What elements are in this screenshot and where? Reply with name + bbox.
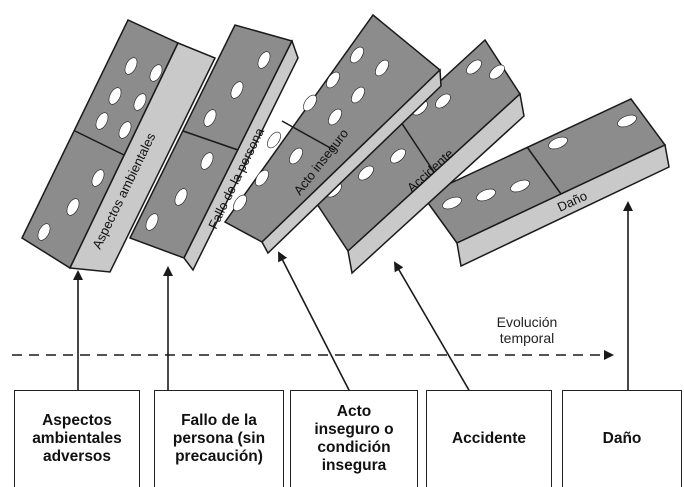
domino-fallo-divider <box>182 130 239 151</box>
arrow-accidente <box>393 261 471 393</box>
box-acto-label: Acto inseguro o condición insegura <box>314 403 394 474</box>
domino-dano-pips <box>442 114 637 210</box>
box-aspectos: Aspectos ambientales adversos <box>14 390 140 487</box>
box-accidente: Accidente <box>426 390 552 487</box>
domino-acto-side <box>261 68 442 255</box>
domino-aspectos-divider <box>74 130 125 156</box>
domino-acto-divider <box>281 120 335 151</box>
box-dano-label: Daño <box>602 430 642 447</box>
box-fallo-label: Fallo de la persona (sin precaución) <box>172 412 266 465</box>
domino-accidente-side <box>347 92 525 275</box>
box-dano: Daño <box>562 390 682 487</box>
box-accidente-label: Accidente <box>451 430 527 447</box>
domino-acto-pips <box>233 46 389 212</box>
box-aspectos-label: Aspectos ambientales adversos <box>32 412 122 465</box>
domino-accidente-divider <box>398 118 435 173</box>
domino-aspectos: Aspectos ambientales <box>21 19 217 273</box>
domino-aspectos-side <box>68 42 217 273</box>
domino-accidente: Accidente <box>312 38 525 275</box>
domino-dano-side <box>456 143 670 268</box>
box-fallo: Fallo de la persona (sin precaución) <box>154 390 284 487</box>
box-acto: Acto inseguro o condición insegura <box>290 390 418 487</box>
domino-dano-divider <box>526 146 562 195</box>
domino-fallo-pips <box>145 51 271 231</box>
domino-aspectos-pips <box>37 57 163 241</box>
arrow-acto <box>278 251 351 393</box>
timeline-label: Evolución temporal <box>496 314 558 346</box>
domino-fallo-side <box>183 39 299 272</box>
domino-acto: Acto inseguro <box>223 13 442 255</box>
